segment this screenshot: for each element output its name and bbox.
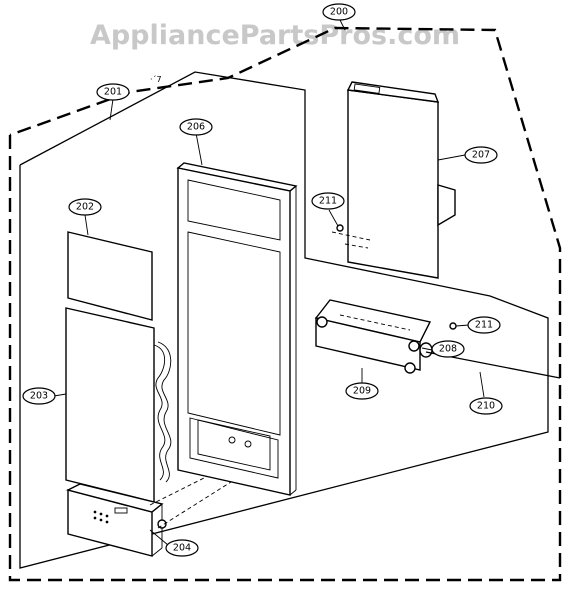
part-204-control-strip [66, 459, 251, 557]
callout-203: 203 [22, 387, 56, 405]
svg-text:208: 208 [439, 344, 457, 355]
svg-text:201: 201 [104, 87, 122, 98]
stray-mark: ·´7 [150, 74, 162, 84]
part-211-screw-a [336, 224, 344, 232]
svg-text:209: 209 [353, 386, 371, 397]
svg-text:202: 202 [76, 202, 94, 213]
callout-201: 201 [96, 83, 130, 101]
callout-208: 208 [431, 340, 465, 358]
callout-211-b: 211 [467, 316, 501, 334]
callout-211-a: 211 [311, 192, 345, 210]
assembly-201-boundary [19, 71, 549, 569]
svg-text:206: 206 [187, 122, 205, 133]
svg-text:211: 211 [475, 320, 493, 331]
callout-200: 200 [322, 3, 356, 21]
leader-lines [53, 17, 485, 546]
svg-text:207: 207 [472, 150, 490, 161]
part-211-screw-b [449, 322, 457, 330]
assembly-200-boundary [8, 26, 562, 582]
svg-text:210: 210 [477, 401, 495, 412]
svg-text:211: 211 [319, 196, 337, 207]
callout-209: 209 [345, 382, 379, 400]
svg-text:203: 203 [30, 391, 48, 402]
callout-204: 204 [165, 539, 199, 557]
svg-text:200: 200 [330, 7, 348, 18]
part-209-bracket [314, 299, 432, 374]
callout-202: 202 [68, 198, 102, 216]
part-202-panel [67, 231, 153, 321]
part-206-door-frame [176, 162, 298, 496]
part-207-panel [331, 81, 456, 279]
svg-text:204: 204 [173, 543, 191, 554]
watermark-text: AppliancePartsPros.com [90, 20, 460, 51]
part-203-panel [65, 307, 172, 503]
callout-210: 210 [469, 397, 503, 415]
callout-207: 207 [464, 146, 498, 164]
callout-206: 206 [179, 118, 213, 136]
